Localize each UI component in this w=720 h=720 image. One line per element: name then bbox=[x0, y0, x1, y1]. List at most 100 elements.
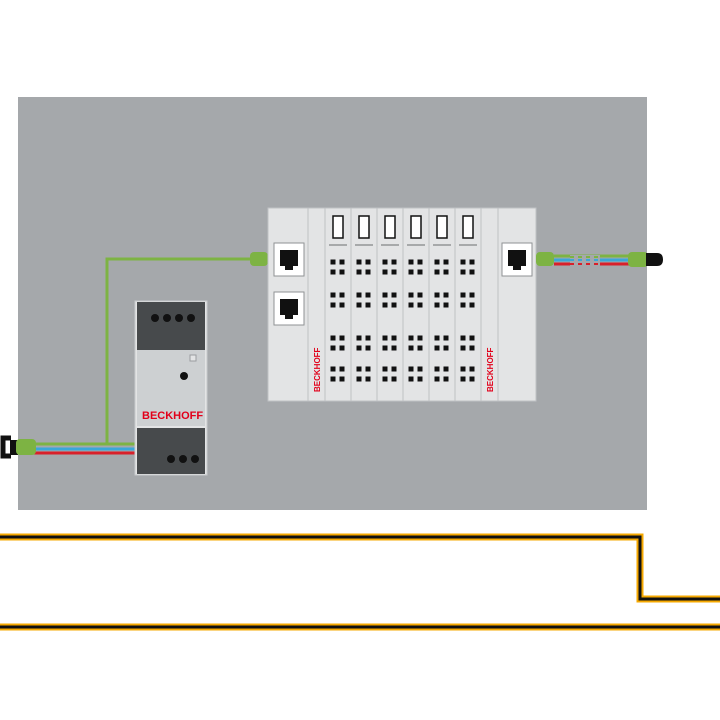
contact-point bbox=[408, 259, 414, 265]
contact-point bbox=[330, 376, 336, 382]
power-supply: BECKHOFF bbox=[134, 300, 208, 476]
contact-point bbox=[408, 335, 414, 341]
contact-point bbox=[339, 376, 345, 382]
contact-point bbox=[417, 376, 423, 382]
contact-point bbox=[339, 335, 345, 341]
contact-point bbox=[408, 302, 414, 308]
contact-point bbox=[339, 259, 345, 265]
contact-point bbox=[382, 345, 388, 351]
contact-point bbox=[443, 335, 449, 341]
contact-point bbox=[365, 376, 371, 382]
contact-point bbox=[382, 259, 388, 265]
contact-point bbox=[365, 366, 371, 372]
io-terminal bbox=[402, 207, 430, 402]
contact-point bbox=[330, 269, 336, 275]
contact-point bbox=[434, 366, 440, 372]
contact-point bbox=[460, 345, 466, 351]
contact-point bbox=[339, 269, 345, 275]
coupler-brand: BECKHOFF bbox=[313, 347, 322, 392]
contact-point bbox=[408, 269, 414, 275]
contact-point bbox=[356, 345, 362, 351]
contact-point bbox=[391, 366, 397, 372]
contact-point bbox=[434, 376, 440, 382]
contact-point bbox=[469, 269, 475, 275]
contact-point bbox=[356, 366, 362, 372]
contact-point bbox=[365, 292, 371, 298]
io-terminal bbox=[428, 207, 456, 402]
contact-point bbox=[443, 366, 449, 372]
contact-point bbox=[330, 335, 336, 341]
contact-point bbox=[460, 376, 466, 382]
contact-point bbox=[443, 259, 449, 265]
coupler-connector bbox=[250, 252, 268, 266]
bus-rail-upper-core bbox=[0, 535, 720, 601]
contact-point bbox=[434, 269, 440, 275]
contact-point bbox=[417, 302, 423, 308]
contact-point bbox=[391, 345, 397, 351]
contact-point bbox=[417, 292, 423, 298]
contact-point bbox=[330, 366, 336, 372]
end-terminal-brand: BECKHOFF bbox=[486, 347, 495, 392]
contact-point bbox=[391, 376, 397, 382]
contact-point bbox=[443, 376, 449, 382]
contact-point bbox=[417, 269, 423, 275]
label-slot bbox=[436, 215, 448, 239]
cable-plug-icon bbox=[0, 435, 36, 459]
label-slot bbox=[358, 215, 370, 239]
contact-point bbox=[382, 376, 388, 382]
contact-point bbox=[417, 259, 423, 265]
label-slot bbox=[332, 215, 344, 239]
contact-point bbox=[469, 259, 475, 265]
status-led-icon bbox=[180, 372, 188, 380]
contact-point bbox=[391, 335, 397, 341]
contact-point bbox=[365, 269, 371, 275]
io-terminals bbox=[324, 207, 482, 402]
io-terminal bbox=[376, 207, 404, 402]
contact-point bbox=[391, 269, 397, 275]
contact-point bbox=[391, 292, 397, 298]
contact-point bbox=[382, 366, 388, 372]
rj45-port-icon bbox=[273, 242, 305, 277]
contact-point bbox=[356, 335, 362, 341]
contact-point bbox=[382, 335, 388, 341]
contact-point bbox=[443, 302, 449, 308]
outgoing-cable bbox=[536, 252, 663, 267]
contact-point bbox=[408, 345, 414, 351]
power-supply-brand: BECKHOFF bbox=[142, 410, 203, 422]
contact-point bbox=[460, 335, 466, 341]
contact-point bbox=[356, 376, 362, 382]
contact-point bbox=[330, 259, 336, 265]
contact-point bbox=[356, 259, 362, 265]
contact-point bbox=[443, 292, 449, 298]
contact-point bbox=[339, 302, 345, 308]
contact-point bbox=[330, 292, 336, 298]
contact-point bbox=[469, 335, 475, 341]
extension-module bbox=[497, 207, 537, 402]
io-terminal bbox=[324, 207, 352, 402]
contact-point bbox=[356, 269, 362, 275]
contact-point bbox=[408, 376, 414, 382]
label-slot bbox=[410, 215, 422, 239]
io-station: BECKHOFF BECKHOFF bbox=[267, 207, 537, 402]
contact-point bbox=[382, 292, 388, 298]
contact-point bbox=[460, 302, 466, 308]
contact-point bbox=[417, 345, 423, 351]
contact-point bbox=[469, 366, 475, 372]
contact-point bbox=[339, 366, 345, 372]
contact-point bbox=[339, 292, 345, 298]
bus-rails bbox=[0, 533, 720, 631]
ethercat-cable bbox=[30, 257, 262, 446]
contact-point bbox=[382, 302, 388, 308]
power-cable bbox=[30, 257, 262, 455]
contact-point bbox=[365, 259, 371, 265]
contact-point bbox=[460, 292, 466, 298]
io-terminal bbox=[350, 207, 378, 402]
contact-point bbox=[408, 292, 414, 298]
label-slot bbox=[384, 215, 396, 239]
contact-point bbox=[460, 269, 466, 275]
contact-point bbox=[330, 345, 336, 351]
bus-rail-upper bbox=[0, 533, 720, 603]
io-terminal bbox=[454, 207, 482, 402]
contact-point bbox=[434, 335, 440, 341]
